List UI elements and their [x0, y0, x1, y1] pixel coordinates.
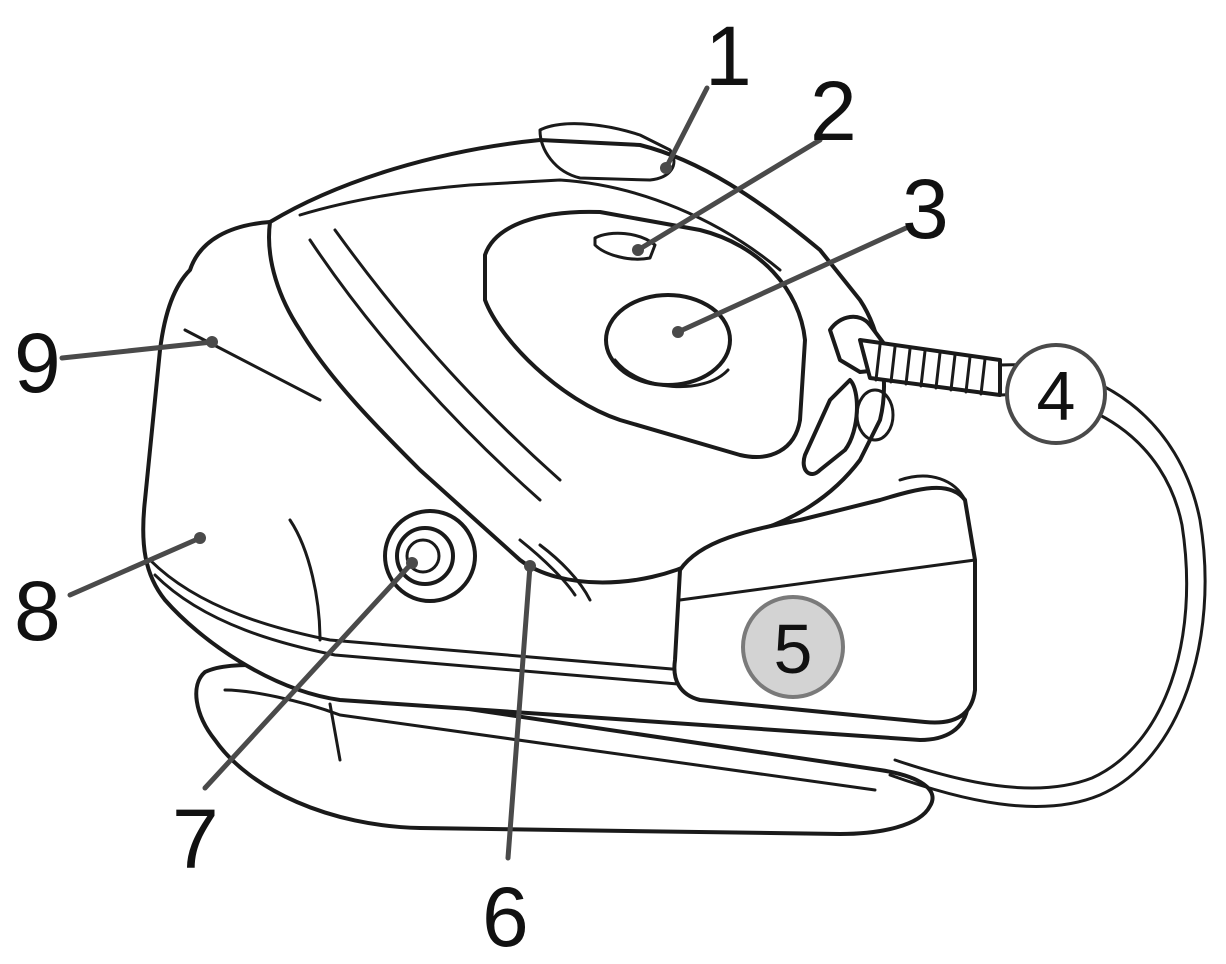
label-4: 4: [1037, 357, 1076, 435]
leader-dot-7: [406, 557, 418, 569]
temperature-dial: [604, 293, 732, 389]
leader-2: [635, 137, 823, 253]
leader-3: [675, 225, 909, 335]
leader-lines: [59, 85, 909, 861]
leader-9: [59, 339, 215, 361]
label-5-badge: 5: [741, 595, 845, 699]
iron-rest-slot: [518, 538, 592, 602]
leader-dot-9: [206, 336, 218, 348]
supply-hose: [888, 363, 1207, 808]
label-8: 8: [14, 564, 61, 658]
lock-button: [383, 509, 477, 603]
label-3: 3: [902, 162, 949, 256]
spring-coil: [874, 343, 987, 396]
leader-6: [505, 563, 533, 861]
leader-dot-1: [660, 162, 672, 174]
leader-1: [663, 85, 710, 171]
label-6: 6: [482, 870, 529, 959]
label-7: 7: [172, 792, 219, 886]
label-1: 1: [705, 9, 752, 103]
leader-7: [202, 560, 415, 791]
label-2: 2: [810, 64, 857, 158]
label-4-circle: 4: [1005, 343, 1107, 445]
label-5: 5: [774, 610, 813, 688]
leader-dot-6: [524, 560, 536, 572]
leader-dot-8: [194, 532, 206, 544]
leader-dot-3: [672, 326, 684, 338]
leader-8: [67, 535, 203, 598]
cable-connector: [801, 314, 1002, 476]
leader-dot-2: [632, 244, 644, 256]
callout-labels: 1 2 3 4 5 6 7 8 9: [14, 9, 1107, 964]
label-9: 9: [14, 316, 61, 410]
